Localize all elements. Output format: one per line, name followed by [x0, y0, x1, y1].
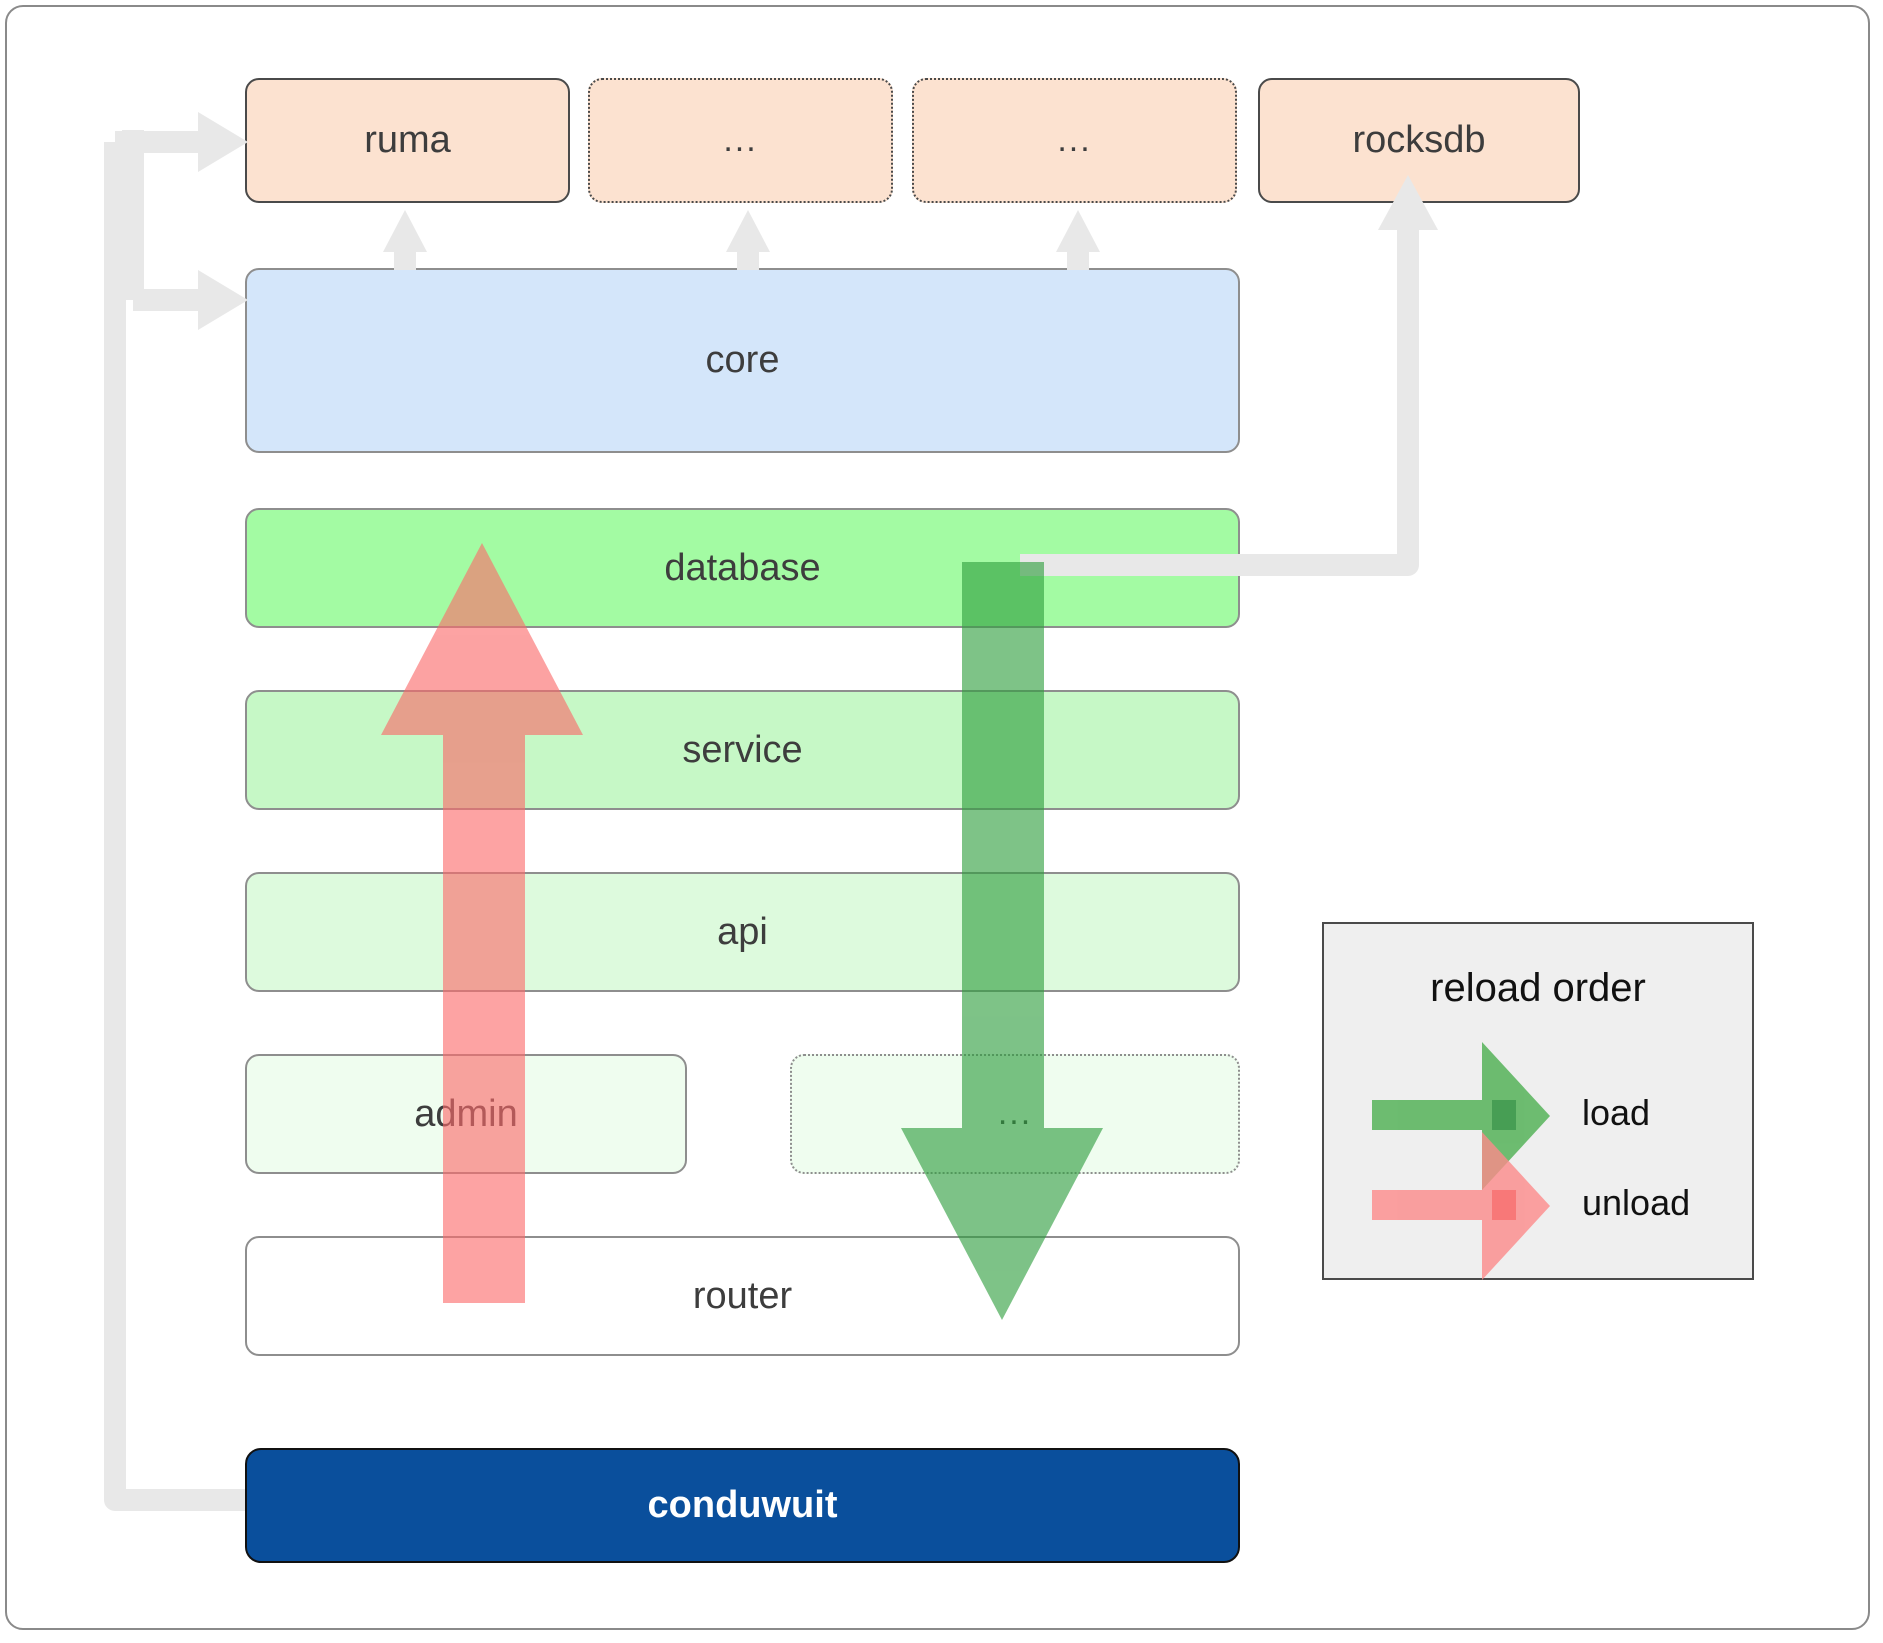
legend-label-load: load: [1582, 1092, 1651, 1133]
node-rocksdb[interactable]: rocksdb: [1258, 78, 1580, 203]
node-ruma[interactable]: ruma: [245, 78, 570, 203]
node-ruma-label: ruma: [364, 119, 451, 161]
node-admin-more-label: ...: [997, 1094, 1033, 1133]
diagram-frame: [5, 5, 1870, 1630]
node-ext-more-2-label: ...: [1057, 120, 1092, 159]
node-ext-more-1-label: ...: [723, 120, 758, 159]
node-router[interactable]: router: [245, 1236, 1240, 1356]
node-service-label: service: [682, 728, 803, 771]
node-core-label: core: [705, 339, 780, 381]
node-database[interactable]: database: [245, 508, 1240, 628]
node-service[interactable]: service: [245, 690, 1240, 810]
node-conduwuit-label: conduwuit: [647, 1484, 838, 1526]
node-admin-more[interactable]: ...: [790, 1054, 1240, 1174]
node-router-label: router: [692, 1274, 793, 1317]
node-conduwuit[interactable]: conduwuit: [245, 1448, 1240, 1563]
legend-panel: reload order load unload: [1322, 922, 1754, 1280]
node-admin[interactable]: admin: [245, 1054, 687, 1174]
node-database-label: database: [664, 546, 821, 589]
node-core[interactable]: core: [245, 268, 1240, 453]
node-ext-more-2[interactable]: ...: [912, 78, 1237, 203]
node-api-label: api: [717, 910, 768, 953]
node-admin-label: admin: [414, 1092, 518, 1135]
node-ext-more-1[interactable]: ...: [588, 78, 893, 203]
node-rocksdb-label: rocksdb: [1352, 119, 1486, 161]
legend-label-unload: unload: [1582, 1182, 1691, 1223]
node-api[interactable]: api: [245, 872, 1240, 992]
legend-arrows: [1372, 1042, 1550, 1280]
legend-title: reload order: [1430, 966, 1646, 1010]
